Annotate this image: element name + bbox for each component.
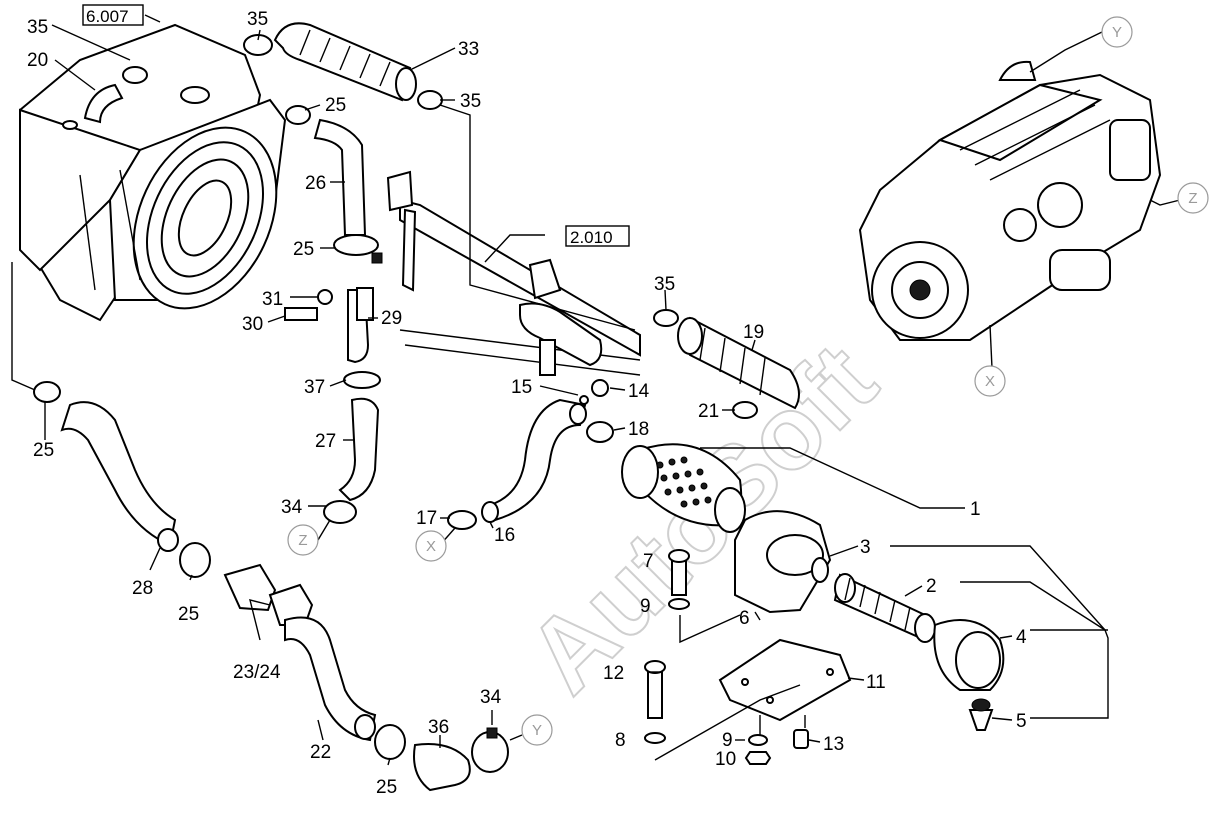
view-marker-y-engine[interactable]: Y [1101,16,1133,48]
label-30[interactable]: 30 [242,314,263,335]
hose-27 [323,371,381,524]
view-marker-y-elbow[interactable]: Y [521,714,553,746]
label-22[interactable]: 22 [310,742,331,763]
leader-lines [11,14,1181,766]
label-17[interactable]: 17 [416,508,437,529]
label-36[interactable]: 36 [428,717,449,738]
hose-28 [33,381,211,578]
label-35[interactable]: 35 [654,274,675,295]
label-3[interactable]: 3 [860,537,871,558]
label-1[interactable]: 1 [970,499,981,520]
view-marker-x-pipe[interactable]: X [415,530,447,562]
view-marker-z-hose[interactable]: Z [287,524,319,556]
hose-19 [653,309,800,419]
air-filter-assembly [621,443,1005,731]
label-23-24[interactable]: 23/24 [233,662,281,683]
upper-hose-33 [243,22,443,110]
label-11[interactable]: 11 [866,672,886,693]
label-26[interactable]: 26 [305,173,326,194]
svg-text:Z: Z [1188,190,1197,207]
label-10[interactable]: 10 [715,749,736,770]
ref-box-2-010[interactable]: 2.010 [565,225,630,247]
label-25[interactable]: 25 [325,95,346,116]
ref-box-6-007[interactable]: 6.007 [82,4,144,26]
intake-pipe-16 [447,379,614,530]
label-16[interactable]: 16 [494,525,515,546]
label-13[interactable]: 13 [823,734,844,755]
label-20[interactable]: 20 [27,50,48,71]
hose-29 [284,287,374,364]
label-25[interactable]: 25 [293,239,314,260]
label-9[interactable]: 9 [640,596,651,617]
engine-illustration [858,60,1162,341]
ref-6-007-label: 6.007 [86,7,129,26]
label-27[interactable]: 27 [315,431,336,452]
label-7[interactable]: 7 [643,551,654,572]
mounting-plate-11 [644,549,852,765]
label-35[interactable]: 35 [460,91,481,112]
svg-text:Y: Y [1112,24,1122,41]
label-8[interactable]: 8 [615,730,626,751]
frame-bracket [386,170,641,376]
label-2[interactable]: 2 [926,576,937,597]
label-18[interactable]: 18 [628,419,649,440]
svg-text:X: X [985,373,995,390]
label-19[interactable]: 19 [743,322,764,343]
label-34[interactable]: 34 [281,497,303,518]
label-25[interactable]: 25 [178,604,199,625]
label-29[interactable]: 29 [381,308,402,329]
label-4[interactable]: 4 [1016,627,1027,648]
svg-text:Y: Y [532,722,542,739]
label-5[interactable]: 5 [1016,711,1027,732]
label-25[interactable]: 25 [376,777,397,798]
view-marker-z-engine[interactable]: Z [1177,182,1209,214]
label-14[interactable]: 14 [628,381,650,402]
label-25[interactable]: 25 [33,440,54,461]
label-34[interactable]: 34 [480,687,502,708]
part-labels: 35 20 35 33 35 25 26 25 31 30 29 37 27 3… [27,9,1027,798]
label-12[interactable]: 12 [603,663,624,684]
elbow-36 [413,727,509,792]
view-marker-x-engine[interactable]: X [974,365,1006,397]
label-21[interactable]: 21 [698,401,719,422]
label-28[interactable]: 28 [132,578,153,599]
label-6[interactable]: 6 [739,608,750,629]
label-31[interactable]: 31 [262,289,283,310]
label-15[interactable]: 15 [511,377,532,398]
svg-text:X: X [426,538,436,555]
hose-26 [285,105,383,264]
ref-2-010-label: 2.010 [570,228,613,247]
label-9[interactable]: 9 [722,730,733,751]
label-33[interactable]: 33 [458,39,479,60]
label-35[interactable]: 35 [27,17,48,38]
radiator-assembly [18,23,287,322]
svg-text:Z: Z [298,532,307,549]
label-35[interactable]: 35 [247,9,268,30]
filter-perforation [656,456,712,508]
label-37[interactable]: 37 [304,377,325,398]
